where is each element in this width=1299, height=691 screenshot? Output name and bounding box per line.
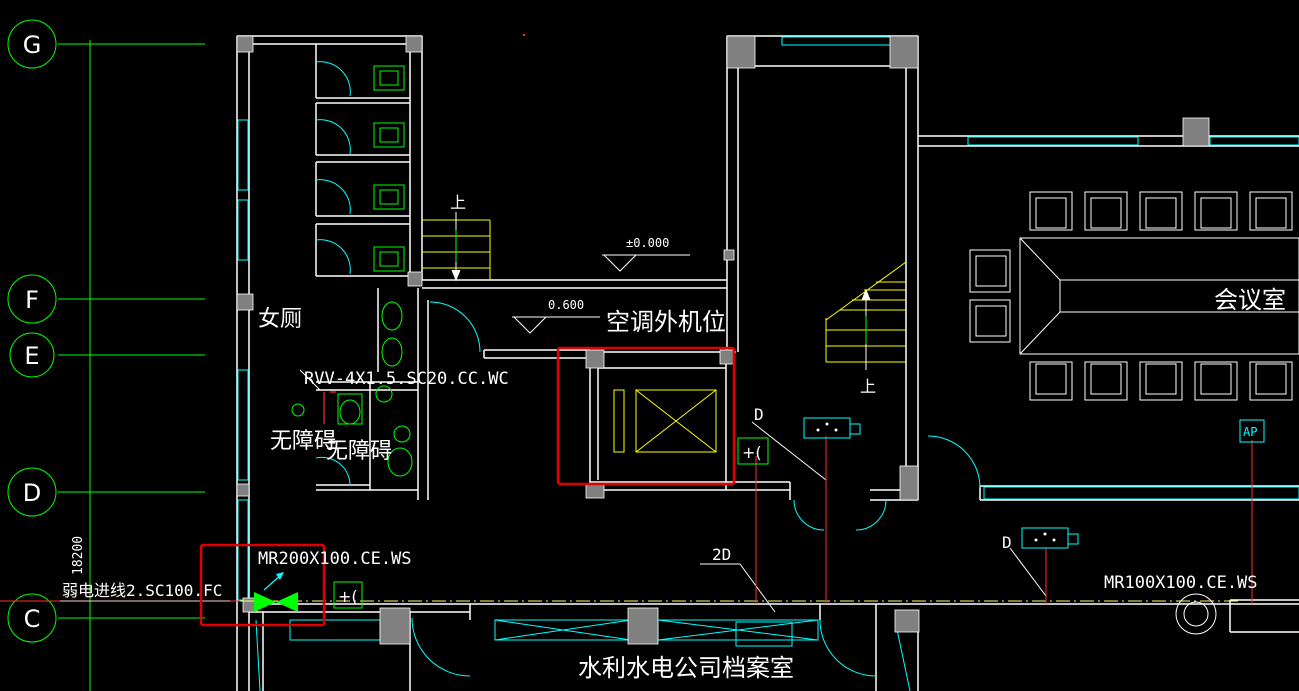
grid-dimension: 18200 [71, 536, 86, 575]
toilet-fixtures [291, 65, 413, 477]
cable-label-rvv: RVV-4X1.5.SC20.CC.WC [304, 369, 509, 389]
device-dots [816, 422, 1056, 542]
cable-label-mr100: MR100X100.CE.WS [1104, 573, 1258, 593]
device-label-d1: D [754, 405, 764, 424]
room-women-toilet: 女厕 [258, 307, 302, 332]
grid-axis-e: E [24, 342, 39, 370]
grid-axis-d: D [23, 479, 41, 507]
stair-up-2: 上 [860, 377, 876, 396]
outlet-symbol-2: +( [338, 587, 358, 606]
level-mark-2: 0.600 [548, 298, 584, 312]
room-accessible-1: 无障碍 [270, 429, 336, 454]
grid-axis-g: G [23, 31, 42, 59]
grid-lines [7, 19, 205, 691]
valve-symbol [254, 572, 298, 612]
red-speck [523, 34, 525, 36]
meeting-furniture [969, 191, 1299, 401]
device-label-2d: 2D [712, 545, 731, 564]
highlight-boxes [199, 346, 736, 627]
level-marks [512, 254, 690, 334]
grid-axis-labels: G F E D C [23, 31, 42, 633]
device-label-d2: D [1002, 533, 1012, 552]
grid-axis-c: C [24, 605, 41, 633]
cable-label-incoming: 弱电进线2.SC100.FC [62, 581, 222, 600]
devices [333, 417, 1265, 647]
outlet-symbol-1: +( [742, 443, 762, 462]
grid-axis-f: F [25, 286, 39, 314]
room-archive: 水利水电公司档案室 [578, 654, 794, 682]
grab-bars [323, 391, 336, 424]
stair-up-1: 上 [450, 193, 466, 212]
cable-risers [0, 436, 1253, 604]
cable-label-mr200: MR200X100.CE.WS [258, 549, 412, 569]
elevator [613, 389, 717, 453]
room-meeting: 会议室 [1214, 286, 1286, 314]
device-label-ap: AP [1243, 425, 1257, 439]
cable-leaders [299, 369, 1047, 613]
room-accessible-2: 无障碍 [326, 439, 392, 464]
room-ac-unit: 空调外机位 [606, 308, 726, 336]
level-mark-1: ±0.000 [626, 236, 669, 250]
stair-arrows [451, 212, 871, 370]
walls [236, 35, 1299, 691]
stair-sign-center [455, 230, 867, 344]
doors [315, 61, 981, 677]
